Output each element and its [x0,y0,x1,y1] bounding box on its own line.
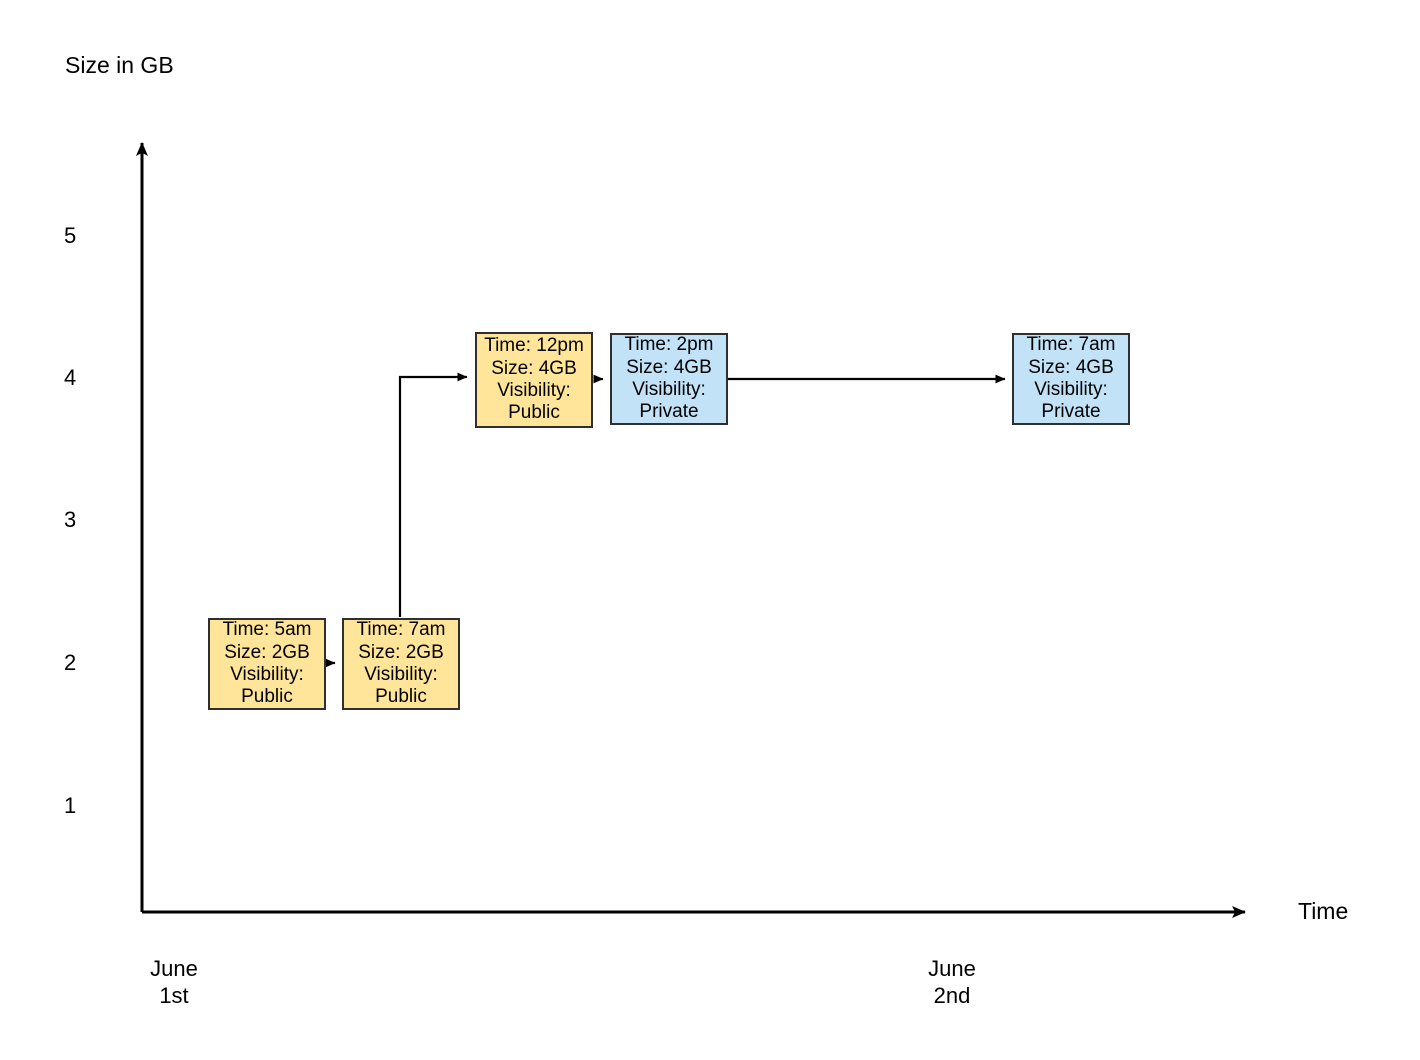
node-n4-visibility-value: Private [639,401,699,423]
y-axis-title: Size in GB [65,52,174,78]
node-n4-visibility-label: Visibility: [632,379,706,400]
node-n1-size: Size: 2GB [224,641,310,663]
node-n2[interactable]: Time: 7am Size: 2GB Visibility: Public [342,618,460,710]
y-tick-label-3: 3 [64,507,77,532]
edge-n2-n3 [398,372,468,617]
node-n5-visibility-label: Visibility: [1034,379,1108,400]
node-n4-time: Time: 2pm [624,334,714,356]
x-axis-title: Time [1298,898,1349,924]
node-n4-size: Size: 4GB [626,356,712,378]
y-tick-label-1: 1 [64,793,77,818]
x-tick-label-june-1st: June 1st [150,956,198,1009]
node-n2-size: Size: 2GB [358,641,444,663]
node-n2-visibility-value: Public [375,686,427,708]
node-n3-time: Time: 12pm [484,335,584,357]
node-n1-visibility-label: Visibility: [230,664,304,685]
node-n5-size: Size: 4GB [1028,356,1114,378]
y-tick-label-5: 5 [64,223,77,248]
x-tick-label-june-2nd: June 2nd [928,956,976,1009]
node-n5[interactable]: Time: 7am Size: 4GB Visibility: Private [1012,333,1130,425]
node-n3-visibility-label: Visibility: [497,380,571,401]
node-n1-time: Time: 5am [222,619,312,641]
node-n5-visibility-value: Private [1041,401,1101,423]
y-tick-label-4: 4 [64,365,77,390]
node-n1-visibility-value: Public [241,686,293,708]
node-n2-time: Time: 7am [356,619,446,641]
node-n3-size: Size: 4GB [491,357,577,379]
node-n1[interactable]: Time: 5am Size: 2GB Visibility: Public [208,618,326,710]
y-tick-label-2: 2 [64,650,77,675]
node-n3-visibility-value: Public [508,402,560,424]
node-n4[interactable]: Time: 2pm Size: 4GB Visibility: Private [610,333,728,425]
node-n3[interactable]: Time: 12pm Size: 4GB Visibility: Public [475,332,593,428]
node-n5-time: Time: 7am [1026,334,1116,356]
node-n2-visibility-label: Visibility: [364,664,438,685]
